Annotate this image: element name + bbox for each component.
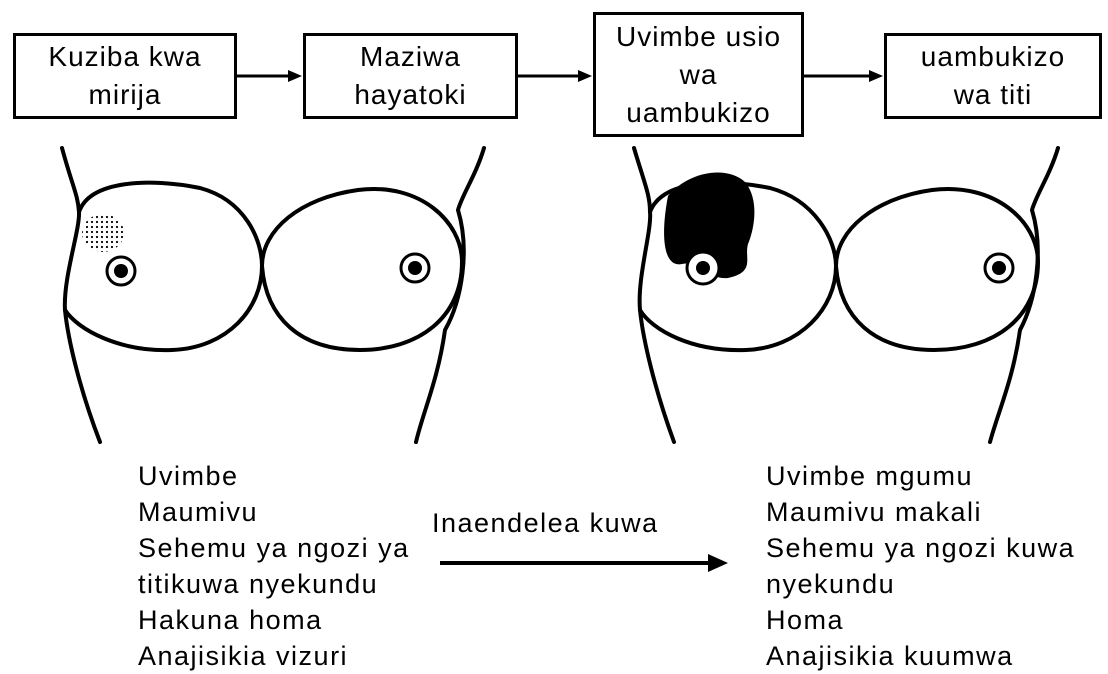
symptom-item: Uvimbe (138, 461, 239, 491)
breast-outline-right-2 (834, 186, 1041, 353)
symptom-item: Anajisikia kuumwa (766, 641, 1014, 671)
breast-illustration-left (60, 146, 486, 444)
flow-arrow-2 (518, 70, 592, 82)
body-outline-left-2 (632, 146, 676, 444)
nipple-inner-right-1 (696, 261, 710, 275)
nipple-outer-left-2 (399, 252, 431, 284)
nipple-inner-left-1 (114, 264, 128, 278)
symptom-item: nyekundu (766, 569, 896, 599)
infection-area (664, 172, 755, 279)
flow-step-milk-not-flowing: Maziwa hayatoki (303, 33, 518, 119)
blocked-duct-spot (82, 214, 124, 252)
flow-step-blocked-ducts: Kuziba kwa mirija (13, 33, 237, 119)
symptom-list-left: Uvimbe Maumivu Sehemu ya ngozi ya titiku… (138, 458, 410, 674)
symptom-item: Uvimbe mgumu (766, 461, 974, 491)
flow-arrow-1 (237, 70, 302, 82)
symptom-item: Anajisikia vizuri (138, 641, 349, 671)
symptom-item: Hakuna homa (138, 605, 323, 635)
progression-arrow (440, 554, 728, 572)
nipple-outer-right-2 (983, 252, 1015, 284)
symptom-list-right: Uvimbe mgumu Maumivu makali Sehemu ya ng… (766, 458, 1075, 674)
flow-arrow-3 (804, 70, 883, 82)
symptom-item: titikuwa nyekundu (138, 569, 379, 599)
symptom-item: Sehemu ya ngozi ya (138, 533, 410, 563)
nipple-inner-right-2 (992, 261, 1006, 275)
body-outline-right-2 (988, 146, 1060, 444)
body-outline-left (60, 146, 102, 444)
breast-outline-left-2 (260, 186, 465, 353)
flow-step-noninfective-mastitis: Uvimbe usio wa uambukizo (593, 12, 804, 137)
symptom-item: Homa (766, 605, 845, 635)
progression-label: Inaendelea kuwa (432, 508, 659, 538)
nipple-inner-left-2 (408, 261, 422, 275)
nipple-outer-left-1 (105, 255, 137, 287)
body-outline-right (414, 146, 486, 444)
symptom-item: Sehemu ya ngozi kuwa (766, 533, 1076, 563)
symptom-item: Maumivu makali (766, 497, 983, 527)
symptom-item: Maumivu (138, 497, 259, 527)
flow-step-infective-mastitis: uambukizo wa titi (884, 33, 1102, 119)
breast-outline-left-1 (63, 180, 265, 353)
